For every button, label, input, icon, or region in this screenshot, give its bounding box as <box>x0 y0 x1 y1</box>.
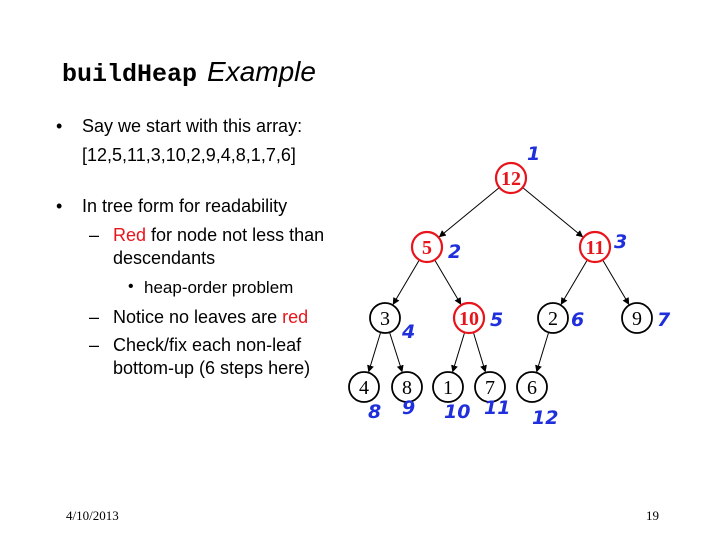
index-label: 9 <box>402 397 415 419</box>
sub-bullet-1-line1: Red for node not less than <box>113 225 324 246</box>
index-label: 12 <box>532 407 558 429</box>
bullet-1-array: [12,5,11,3,10,2,9,4,8,1,7,6] <box>82 145 296 165</box>
title-code: buildHeap <box>62 60 198 89</box>
sub-bullet-1-line2: descendants <box>113 248 216 268</box>
index-label: 2 <box>448 241 461 263</box>
tree-edge <box>367 332 382 373</box>
bullet-1-line1: Say we start with this array: <box>82 116 303 136</box>
tree-edge <box>451 332 466 373</box>
index-label: 10 <box>444 401 470 423</box>
subsub-bullet: heap-order problem <box>144 278 294 297</box>
tree-node-value: 9 <box>632 308 642 330</box>
tree-node-circle <box>578 230 612 264</box>
tree-node-circle <box>621 302 653 334</box>
tree-node-circle <box>516 371 548 403</box>
red-word: Red <box>113 225 147 245</box>
tree-node-circle <box>452 301 486 335</box>
slide-title: buildHeap Example <box>62 56 316 89</box>
title-word: Example <box>207 56 316 87</box>
index-label: 6 <box>571 309 584 331</box>
index-label: 3 <box>614 231 627 253</box>
tree-edge <box>472 332 487 373</box>
tree-node-circle <box>391 371 423 403</box>
tree-node-circle <box>432 371 464 403</box>
tree-edge <box>535 332 550 373</box>
sub-bullet-3-line2: bottom-up (6 steps here) <box>113 358 311 378</box>
sub-dash: – <box>89 335 100 355</box>
tree-node-circle <box>537 302 569 334</box>
tree-edge <box>392 259 420 305</box>
tree-edge <box>438 187 500 238</box>
index-label: 5 <box>490 309 503 331</box>
tree-edge <box>434 259 462 305</box>
index-label: 4 <box>401 321 415 343</box>
tree-node-circle <box>410 230 444 264</box>
tree-edge <box>389 332 404 373</box>
tree-node-value: 6 <box>527 377 537 399</box>
tree-node-value: 10 <box>459 308 479 330</box>
bullet-dot: • <box>56 196 63 216</box>
tree-node-circle <box>474 371 506 403</box>
index-label: 8 <box>368 401 381 423</box>
tree-node-value: 7 <box>485 377 495 399</box>
sub-dash: – <box>89 225 100 245</box>
tree-nodes: 12 5 11 3 10 2 9 4 8 1 7 6 <box>348 161 653 403</box>
tree-edges <box>367 187 630 373</box>
tree-node-value: 4 <box>359 377 369 399</box>
tree-edge <box>560 259 588 305</box>
tree-node-value: 11 <box>586 237 605 259</box>
footer-page: 19 <box>646 508 659 523</box>
index-label: 1 <box>527 143 540 165</box>
sub-bullet-2: Notice no leaves are red <box>113 307 308 328</box>
subsub-dot: • <box>128 278 134 295</box>
tree-node-circle <box>494 161 528 195</box>
tree-node-value: 5 <box>422 237 432 259</box>
sub-dash: – <box>89 307 100 327</box>
sub-bullet-3-line1: Check/fix each non-leaf <box>113 335 302 355</box>
bullet-2: In tree form for readability <box>82 196 288 216</box>
sub-bullet-2-text: Notice no leaves are <box>113 307 283 327</box>
tree-node-value: 1 <box>443 377 453 399</box>
tree-edge <box>602 259 630 305</box>
tree-node-circle <box>369 302 401 334</box>
bullet-dot: • <box>56 116 63 136</box>
tree-node-circle <box>348 371 380 403</box>
footer-date: 4/10/2013 <box>66 508 119 523</box>
tree-node-value: 8 <box>402 377 412 399</box>
tree-edge <box>522 187 584 238</box>
tree-node-value: 12 <box>501 168 521 190</box>
sub-bullet-1-rest: for node not less than <box>146 225 325 245</box>
red-word-2: red <box>282 307 309 327</box>
index-label: 11 <box>484 397 510 419</box>
index-label: 7 <box>657 309 671 331</box>
tree-node-value: 3 <box>380 308 390 330</box>
tree-node-value: 2 <box>548 308 558 330</box>
